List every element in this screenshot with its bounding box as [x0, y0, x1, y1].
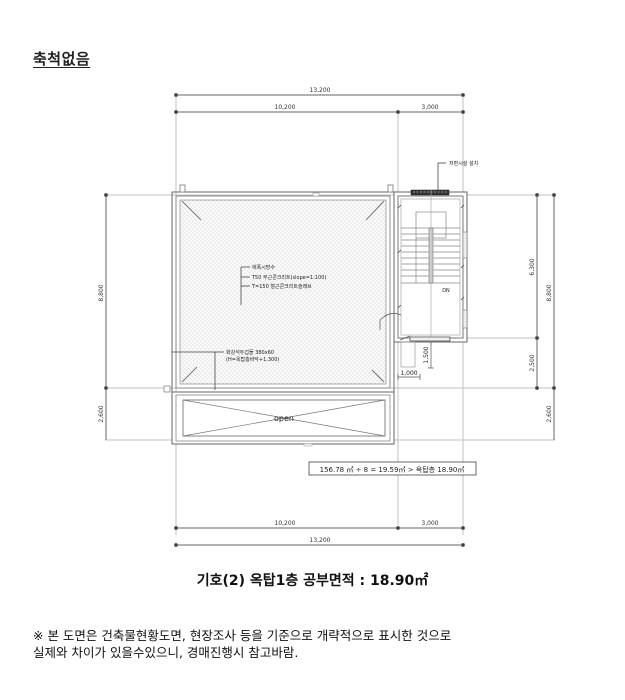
disclaimer-note: ※ 본 도면은 건축물현황도면, 현장조사 등을 기준으로 개략적으로 표시한 …: [33, 627, 613, 661]
disclaimer-line-1: ※ 본 도면은 건축물현황도면, 현장조사 등을 기준으로 개략적으로 표시한 …: [33, 628, 452, 643]
area-formula: 156.78 ㎡ ÷ 8 = 19.59㎡ > 옥탑층 18.90㎡: [320, 465, 465, 474]
dim-left-lower: 2,600: [98, 405, 105, 422]
parapet-leader: [172, 351, 224, 390]
top-dimensions: [174, 93, 465, 114]
roof-note-1: 애폭시방수: [252, 264, 275, 271]
dim-right-outer-upper: 8,800: [546, 284, 553, 301]
open-label: open: [274, 414, 294, 423]
dim-stair-vertical: 1,500: [423, 346, 430, 363]
stair-direction-label: DN: [442, 288, 450, 294]
scale-note: 축척없음: [33, 50, 91, 68]
dim-bottom-left: 10,200: [275, 520, 296, 527]
dim-top-left: 10,200: [275, 104, 296, 111]
open-area: [171, 391, 395, 447]
dim-stair-horizontal: 1,000: [400, 370, 417, 377]
right-outer-dimensions: [552, 193, 556, 440]
area-formula-box: [308, 461, 477, 476]
dim-bottom-right: 3,000: [421, 520, 438, 527]
equipment-note: 저편시설 설치: [449, 160, 478, 167]
bottom-dimensions: [174, 526, 465, 547]
dim-right-inner-upper: 6,300: [529, 258, 536, 275]
roof-note-3: T=150 철근콘크리트슬래브: [251, 283, 312, 290]
parapet-note-2: (H=옥탑층바닥+1,300): [226, 356, 279, 363]
stair-entry-dims: [397, 341, 434, 380]
dim-right-outer-lower: 2,600: [546, 405, 553, 422]
roof-leader: [240, 266, 250, 305]
dim-left-upper: 8,800: [98, 284, 105, 301]
right-inner-dimensions: [535, 193, 539, 390]
roof-note-2: T50 무근콘크리트(slope=1:100): [251, 274, 326, 281]
left-dimensions: [104, 193, 108, 440]
dim-right-inner-lower: 2,500: [529, 354, 536, 371]
drawing-caption: 기호(2) 옥탑1층 공부면적 : 18.90㎡: [196, 573, 429, 589]
roof-area: [163, 184, 395, 393]
dim-bottom-overall: 13,200: [310, 537, 331, 544]
stair-tower: [379, 162, 468, 345]
parapet-note-1: 화강석두겁돌 380x60: [226, 349, 274, 356]
disclaimer-line-2: 실제와 차이가 있을수있으니, 경매진행시 참고바람.: [33, 645, 299, 660]
dim-top-right: 3,000: [421, 104, 438, 111]
dim-top-overall: 13,200: [310, 87, 331, 94]
